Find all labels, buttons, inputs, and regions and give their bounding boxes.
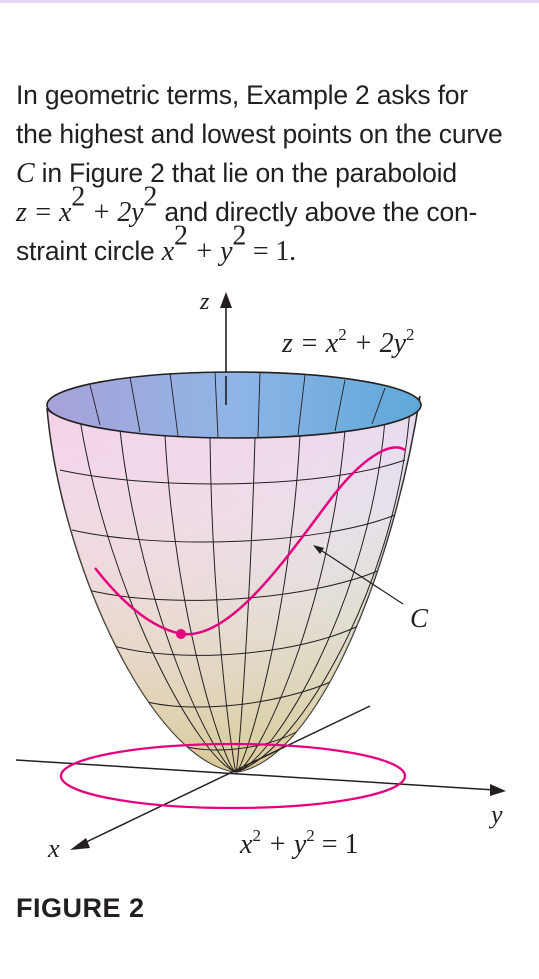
surface-label-exp: 2: [406, 325, 415, 344]
z-axis-label: z: [199, 289, 210, 315]
paraboloid-rim: [46, 371, 422, 439]
y-axis-arrow: [490, 784, 506, 796]
paragraph-line-5-text: straint circle: [16, 236, 162, 266]
surface-equation-label: z = x2 + 2y2: [281, 325, 415, 359]
circle-label-part: + y: [261, 829, 307, 860]
surface-label-part: + 2y: [347, 328, 407, 359]
x-axis-arrow: [70, 838, 90, 850]
leader-arrowhead: [313, 545, 324, 554]
circle-equation-x: x: [161, 236, 174, 267]
paragraph-line-2: the highest and lowest points on the cur…: [16, 119, 503, 149]
circle-equation-y: + y: [187, 236, 233, 267]
circle-label-part: x: [239, 829, 253, 860]
surface-label-exp: 2: [338, 325, 347, 344]
curve-label: C: [410, 603, 429, 633]
paragraph-line-1: In geometric terms, Example 2 asks for: [16, 80, 468, 110]
top-rule: [0, 0, 539, 3]
exponent: 2: [71, 181, 86, 213]
paragraph-line-4: z = x2 + 2y2 and directly above the con-: [16, 183, 531, 232]
paragraph-line-4-text: and directly above the con-: [157, 197, 478, 227]
constraint-curve-c: [94, 446, 406, 636]
paragraph-line-5: straint circle x2 + y2 = 1.: [16, 222, 531, 271]
exponent: 2: [143, 181, 158, 213]
circle-label-part: = 1: [315, 829, 359, 860]
y-axis: [15, 759, 496, 791]
paraboloid-equation-lhs: z = x: [16, 197, 72, 228]
rim-mesh: [89, 371, 386, 438]
x-axis: [79, 705, 371, 846]
y-axis-label: y: [488, 800, 503, 829]
figure-caption: FIGURE 2: [16, 893, 145, 923]
curve-label-leader: [315, 546, 404, 605]
surface-label-part: z = x: [281, 328, 339, 359]
exponent: 2: [232, 220, 247, 252]
paragraph-line-3-text: in Figure 2 that lie on the paraboloid: [34, 158, 457, 188]
circle-label-exp: 2: [306, 826, 315, 845]
circle-label-exp: 2: [252, 826, 261, 845]
paragraph-line-3: C in Figure 2 that lie on the paraboloid: [16, 154, 531, 193]
constraint-circle: [59, 742, 407, 810]
paraboloid-figure: z z = x2 + 2y2 C y x: [15, 289, 506, 863]
lowest-point-marker: [176, 629, 186, 639]
curve-variable: C: [16, 158, 35, 189]
paraboloid-equation-term: + 2y: [85, 197, 144, 228]
body-paragraph: In geometric terms, Example 2 asks for t…: [16, 76, 531, 271]
z-axis-arrow: [220, 292, 232, 308]
circle-equation-label: x2 + y2 = 1: [239, 826, 359, 860]
x-axis-label: x: [47, 834, 60, 863]
surface-mesh: [59, 407, 411, 772]
circle-equation-rhs: = 1.: [246, 236, 296, 267]
paraboloid-shading: [47, 396, 420, 772]
exponent: 2: [173, 220, 188, 252]
